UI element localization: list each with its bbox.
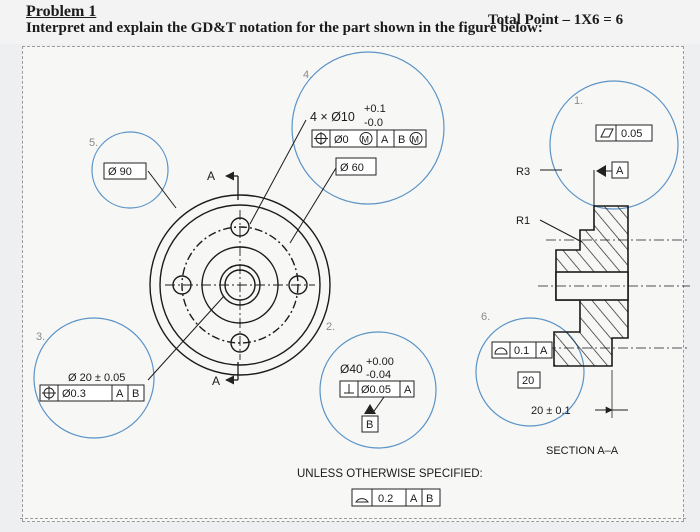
callout-num-1: 1. [574,95,583,107]
fcf2-datum-a: A [404,384,412,396]
outer-circle-90 [149,194,331,376]
callout-bubbles [33,51,679,449]
bubble-4 [291,51,445,205]
flatness-icon [600,128,614,138]
callout-num-3: 3. [36,331,45,343]
dia40-upper: +0.00 [366,356,394,368]
section-label-top: A [207,169,215,183]
dia90-basic: Ø 90 [108,166,132,178]
bolt-hole-right [288,275,308,295]
bolt-hole-bottom [230,333,250,353]
hole-qty-text: 4 × Ø10 [310,110,355,124]
bubble-1 [549,80,679,210]
fcf-position-3: Ø0.3 A B [39,384,145,402]
hole-tol-lower: -0.0 [364,117,383,129]
section-line [225,171,239,385]
profile-surface-icon [494,347,508,355]
radius-r3: R3 [516,166,530,178]
datum-a-label: A [616,165,624,177]
callout-num-6: 6. [481,311,490,323]
basic-20: 20 [522,375,534,387]
fcfU-datum-a: A [410,493,418,505]
datum-a-triangle-icon [596,165,606,177]
fcf1-tolerance: 0.05 [621,128,642,140]
bubble-2 [319,331,437,449]
bubble-6 [475,317,585,427]
header: Problem 1 Total Point – 1X6 = 6 Interpre… [0,0,700,44]
basic-20-box [517,371,541,389]
fcf-profile-general: 0.2 A B [351,488,441,507]
dia40-text: Ø40 [340,362,363,376]
instruction-text: Interpret and explain the GD&T notation … [26,20,543,36]
fcf4-modifier: M [362,135,370,145]
mmc-modifier-b-icon [409,132,423,145]
bolt-circle-basic: Ø 60 [340,162,364,174]
bottom-divider [20,518,686,519]
callout-num-4: 4. [303,69,312,81]
fcf-position-4: Ø0 M A B M [311,129,427,148]
fcf3-tolerance: Ø0.3 [62,388,86,400]
unless-text: UNLESS OTHERWISE SPECIFIED: [297,468,483,480]
dia40-lower: -0.04 [366,369,391,381]
dia20-text: Ø 20 ± 0.05 [68,372,125,384]
section-view [538,170,690,367]
leader-lines [147,119,583,415]
datum-b-label: B [366,419,373,431]
fcf2-tolerance: Ø0.05 [361,384,391,396]
callout-num-5: 5. [89,137,98,149]
fcfU-datum-b: B [426,493,433,505]
radius-r1: R1 [516,215,530,227]
fcf4-tolerance: Ø0 [334,134,349,146]
bubble-3 [33,317,155,439]
fcfU-tolerance: 0.2 [378,493,393,505]
front-view [149,194,331,376]
section-title: SECTION A–A [546,445,619,457]
dimension-20: 20 ± 0.1 [531,405,571,417]
callout-num-2: 2. [326,321,335,333]
fcf3-datum-b: B [132,388,139,400]
profile-general-icon [355,498,369,503]
datum-b-triangle-icon [364,404,376,414]
section-label-bottom: A [212,374,220,388]
total-points: Total Point – 1X6 = 6 [488,12,624,28]
fcf6-tolerance: 0.1 [514,345,529,357]
flange-step-circle [159,204,321,366]
fcf4-datum-b: B [398,134,405,146]
fcf-profile-6: 0.1 A [491,341,553,359]
dia90-basic-box [103,162,147,180]
fcf4-modifier-b: M [412,135,420,145]
fcf3-datum-a: A [116,388,124,400]
mmc-modifier-icon [359,132,373,145]
bolt-circle-basic-box [335,157,377,176]
hole-tol-upper: +0.1 [364,103,386,115]
datum-a-box [611,161,629,179]
bubble-5 [91,131,169,209]
datum-b-box [361,415,379,433]
fcf-flatness-1: 0.05 [595,124,653,142]
fcf6-datum-a: A [540,345,548,357]
fcf-perpendicularity-2: Ø0.05 A [339,380,415,398]
fcf4-datum-a: A [381,134,389,146]
problem-title: Problem 1 [26,3,97,20]
